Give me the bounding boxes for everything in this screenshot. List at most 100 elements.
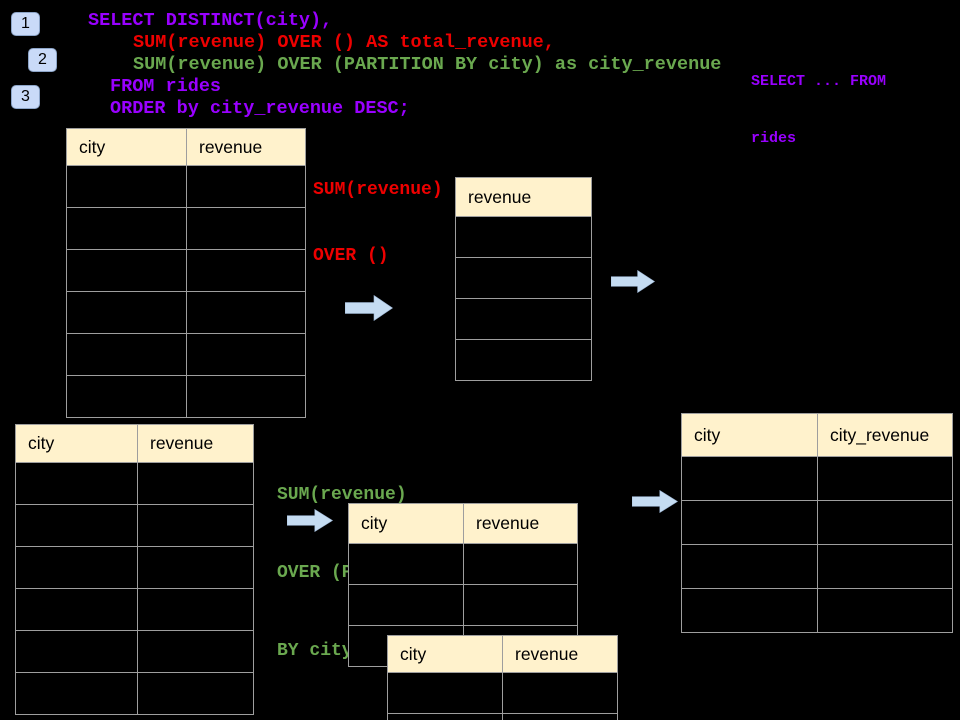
empty-cell <box>455 257 592 299</box>
empty-cell <box>348 543 464 585</box>
empty-cell <box>137 588 254 631</box>
empty-cell <box>137 504 254 547</box>
table-row <box>387 713 618 720</box>
right-arrow-icon <box>345 295 393 321</box>
empty-cell <box>186 207 306 250</box>
empty-cell <box>15 546 138 589</box>
empty-cell <box>66 333 187 376</box>
empty-cell <box>15 630 138 673</box>
note-line: SELECT ... FROM <box>751 73 887 90</box>
column-header: city_revenue <box>817 413 953 457</box>
table-total-revenue-result: revenue <box>455 177 592 381</box>
right-arrow-icon <box>287 509 333 532</box>
column-header: revenue <box>455 177 592 217</box>
empty-cell <box>137 630 254 673</box>
step-badge-3: 3 <box>11 85 40 109</box>
table-row <box>15 504 254 547</box>
empty-cell <box>455 216 592 258</box>
empty-cell <box>137 672 254 715</box>
sql-line-order-by: ORDER by city_revenue DESC; <box>110 98 410 119</box>
empty-cell <box>66 207 187 250</box>
table-row <box>681 456 953 501</box>
empty-cell <box>681 456 818 501</box>
empty-cell <box>502 672 618 714</box>
empty-cell <box>137 462 254 505</box>
empty-cell <box>681 544 818 589</box>
table-row <box>15 546 254 589</box>
column-header: revenue <box>463 503 578 544</box>
column-header: revenue <box>502 635 618 673</box>
annotation-line: OVER () <box>313 246 389 266</box>
empty-cell <box>463 543 578 585</box>
table-row <box>15 462 254 505</box>
empty-cell <box>66 165 187 208</box>
total-revenue-annotation: SUM(revenue) OVER () <box>313 135 443 311</box>
empty-cell <box>817 456 953 501</box>
empty-cell <box>681 500 818 545</box>
step-badge-2: 2 <box>28 48 57 72</box>
column-header: city <box>348 503 464 544</box>
empty-cell <box>817 500 953 545</box>
sql-line-sum-partition: SUM(revenue) OVER (PARTITION BY city) as… <box>133 54 722 75</box>
empty-cell <box>137 546 254 589</box>
header-row: revenue <box>455 177 592 217</box>
column-header: city <box>387 635 503 673</box>
empty-cell <box>66 291 187 334</box>
table-row <box>455 257 592 299</box>
column-header: revenue <box>186 128 306 166</box>
select-from-note: SELECT ... FROM rides <box>751 34 886 186</box>
empty-cell <box>817 588 953 633</box>
table-row <box>348 543 578 585</box>
empty-cell <box>455 298 592 340</box>
annotation-line: SUM(revenue) <box>313 180 443 200</box>
empty-cell <box>186 249 306 292</box>
table-row <box>681 588 953 633</box>
table-row <box>455 216 592 258</box>
empty-cell <box>348 584 464 626</box>
table-row <box>455 298 592 340</box>
empty-cell <box>681 588 818 633</box>
table-row <box>15 672 254 715</box>
empty-cell <box>502 713 618 720</box>
empty-cell <box>455 339 592 381</box>
empty-cell <box>15 588 138 631</box>
column-header: city <box>681 413 818 457</box>
table-row <box>66 375 306 418</box>
empty-cell <box>186 165 306 208</box>
empty-cell <box>186 333 306 376</box>
sql-line-select: SELECT DISTINCT(city), <box>88 10 333 31</box>
empty-cell <box>387 713 503 720</box>
empty-cell <box>15 672 138 715</box>
column-header: city <box>15 424 138 463</box>
sql-line-from: FROM rides <box>110 76 222 97</box>
empty-cell <box>463 584 578 626</box>
empty-cell <box>15 504 138 547</box>
table-row <box>66 207 306 250</box>
step-badge-1: 1 <box>11 12 40 36</box>
table-row <box>66 165 306 208</box>
note-line: rides <box>751 130 797 147</box>
column-header: city <box>66 128 187 166</box>
table-row <box>681 500 953 545</box>
table-row <box>66 333 306 376</box>
empty-cell <box>186 375 306 418</box>
empty-cell <box>817 544 953 589</box>
empty-cell <box>387 672 503 714</box>
empty-cell <box>186 291 306 334</box>
right-arrow-icon <box>632 490 678 513</box>
sql-line-sum-total: SUM(revenue) OVER () AS total_revenue, <box>133 32 555 53</box>
empty-cell <box>66 375 187 418</box>
table-row <box>348 584 578 626</box>
table-row <box>66 291 306 334</box>
empty-cell <box>15 462 138 505</box>
